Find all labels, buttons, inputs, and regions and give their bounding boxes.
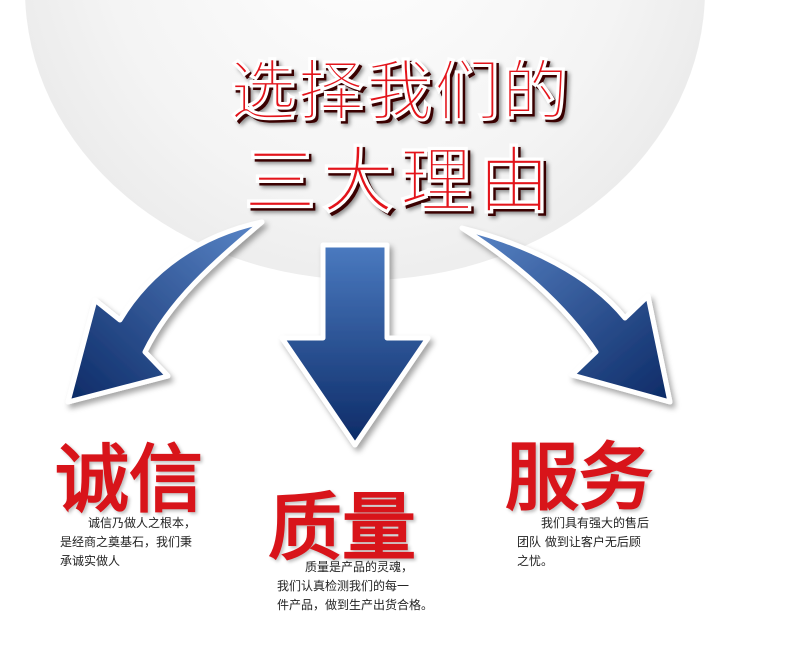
pillar-description-quality: 质量是产品的灵魂， 我们认真检测我们的每一 件产品，做到生产出货合格。 [277, 558, 433, 615]
description-line: 件产品，做到生产出货合格。 [277, 598, 434, 612]
pillar-title-service: 服务 [505, 435, 653, 521]
arrow-down-right-icon [459, 225, 673, 405]
description-line: 诚信乃做人之根本， [88, 516, 197, 530]
description-line: 团队 做到让客户无后顾 [517, 535, 641, 549]
pillar-title-integrity: 诚信 [55, 437, 203, 523]
arrow-down-left-icon [65, 219, 265, 405]
description-line: 是经商之奠基石，我们秉 [60, 535, 193, 549]
pillar-description-service: 我们具有强大的售后 团队 做到让客户无后顾 之忧。 [517, 514, 649, 571]
description-line: 我们具有强大的售后 [541, 516, 650, 530]
arrow-down-icon [279, 242, 431, 448]
description-line: 质量是产品的灵魂， [305, 560, 414, 574]
pillar-title-quality: 质量 [268, 485, 416, 571]
description-line: 我们认真检测我们的每一 [277, 579, 410, 593]
pillar-description-integrity: 诚信乃做人之根本， 是经商之奠基石，我们秉 承诚实做人 [60, 514, 196, 571]
headline-line-1: 选择我们的 [230, 53, 570, 131]
description-line: 之忧。 [517, 554, 554, 568]
headline-line-2: 三大理由 [243, 139, 556, 224]
description-line: 承诚实做人 [60, 554, 121, 568]
